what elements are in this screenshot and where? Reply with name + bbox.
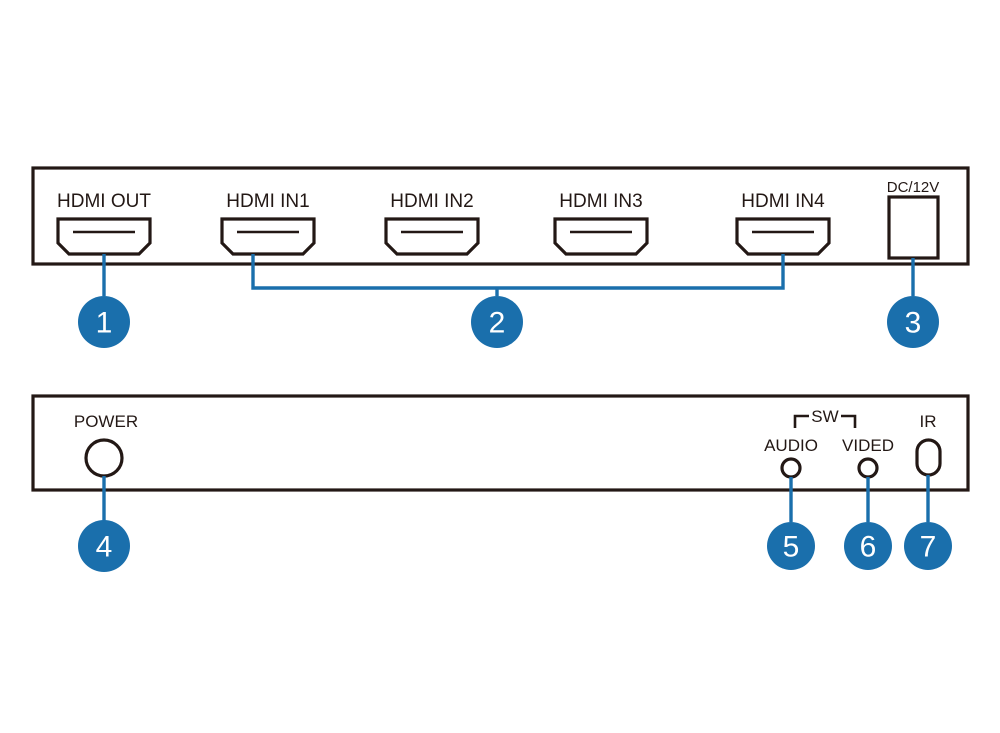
callout-3-number: 3 xyxy=(905,307,922,340)
hdmi-in1-connector-icon xyxy=(220,217,316,256)
port-label-hdmi-out: HDMI OUT xyxy=(57,191,151,212)
port-dc-12v[interactable]: DC/12V xyxy=(887,179,940,260)
rear-panel-body xyxy=(31,166,970,266)
rear-leader-lines xyxy=(102,254,915,296)
callout-5-circle xyxy=(767,522,815,570)
callout-2-circle xyxy=(471,296,523,348)
port-label-hdmi-in2: HDMI IN2 xyxy=(390,191,473,212)
callout-4-number: 4 xyxy=(96,531,113,564)
front-panel-group: POWER SW AUDIO VIDED IR xyxy=(31,394,970,492)
sw-group-bracket: SW xyxy=(793,407,857,428)
audio-button-icon xyxy=(780,457,802,479)
control-label-audio: AUDIO xyxy=(764,436,818,455)
control-vided[interactable]: VIDED xyxy=(842,436,894,479)
port-hdmi-in4[interactable]: HDMI IN4 xyxy=(735,191,831,256)
sw-bracket-right xyxy=(841,414,857,428)
control-label-ir: IR xyxy=(920,412,937,431)
callout-7-circle xyxy=(904,522,952,570)
port-label-hdmi-in4: HDMI IN4 xyxy=(741,191,825,212)
port-hdmi-out[interactable]: HDMI OUT xyxy=(56,191,152,256)
rear-panel-group: HDMI OUT HDMI IN1 HDMI IN2 HDMI IN3 HDMI… xyxy=(31,166,970,266)
callout-6-number: 6 xyxy=(860,531,877,564)
port-hdmi-in2[interactable]: HDMI IN2 xyxy=(384,191,480,256)
callout-4-circle xyxy=(78,520,130,572)
port-hdmi-in1[interactable]: HDMI IN1 xyxy=(220,191,316,256)
dc-jack-icon xyxy=(887,195,940,260)
callout-6-circle xyxy=(844,522,892,570)
callout-5-number: 5 xyxy=(783,531,800,564)
front-panel-body xyxy=(31,394,970,492)
hdmi-in3-connector-icon xyxy=(553,217,649,256)
callout-6[interactable]: 6 xyxy=(844,522,892,570)
control-label-vided: VIDED xyxy=(842,436,894,455)
port-label-dc-12v: DC/12V xyxy=(887,179,940,196)
callout-7-number: 7 xyxy=(920,531,937,564)
power-button-icon xyxy=(84,438,124,478)
control-audio[interactable]: AUDIO xyxy=(764,436,818,479)
control-label-power: POWER xyxy=(74,412,138,431)
front-leader-lines xyxy=(102,475,930,522)
port-hdmi-in3[interactable]: HDMI IN3 xyxy=(553,191,649,256)
callout-1-number: 1 xyxy=(96,307,113,340)
leader-line-2-bus xyxy=(251,254,785,290)
sw-group-label: SW xyxy=(811,407,838,426)
hdmi-in2-connector-icon xyxy=(384,217,480,256)
callout-1-circle xyxy=(78,296,130,348)
callout-7[interactable]: 7 xyxy=(904,522,952,570)
hdmi-in4-connector-icon xyxy=(735,217,831,256)
callout-1[interactable]: 1 xyxy=(78,296,130,348)
hdmi-out-connector-icon xyxy=(56,217,152,256)
ir-window-icon xyxy=(915,438,942,477)
port-label-hdmi-in3: HDMI IN3 xyxy=(559,191,642,212)
port-label-hdmi-in1: HDMI IN1 xyxy=(226,191,309,212)
callout-4[interactable]: 4 xyxy=(78,520,130,572)
control-ir[interactable]: IR xyxy=(915,412,942,477)
callout-2[interactable]: 2 xyxy=(471,296,523,348)
callout-3-circle xyxy=(887,296,939,348)
vided-button-icon xyxy=(857,457,879,479)
sw-bracket-left xyxy=(793,414,809,428)
callout-5[interactable]: 5 xyxy=(767,522,815,570)
callout-3[interactable]: 3 xyxy=(887,296,939,348)
callout-2-number: 2 xyxy=(489,307,506,340)
